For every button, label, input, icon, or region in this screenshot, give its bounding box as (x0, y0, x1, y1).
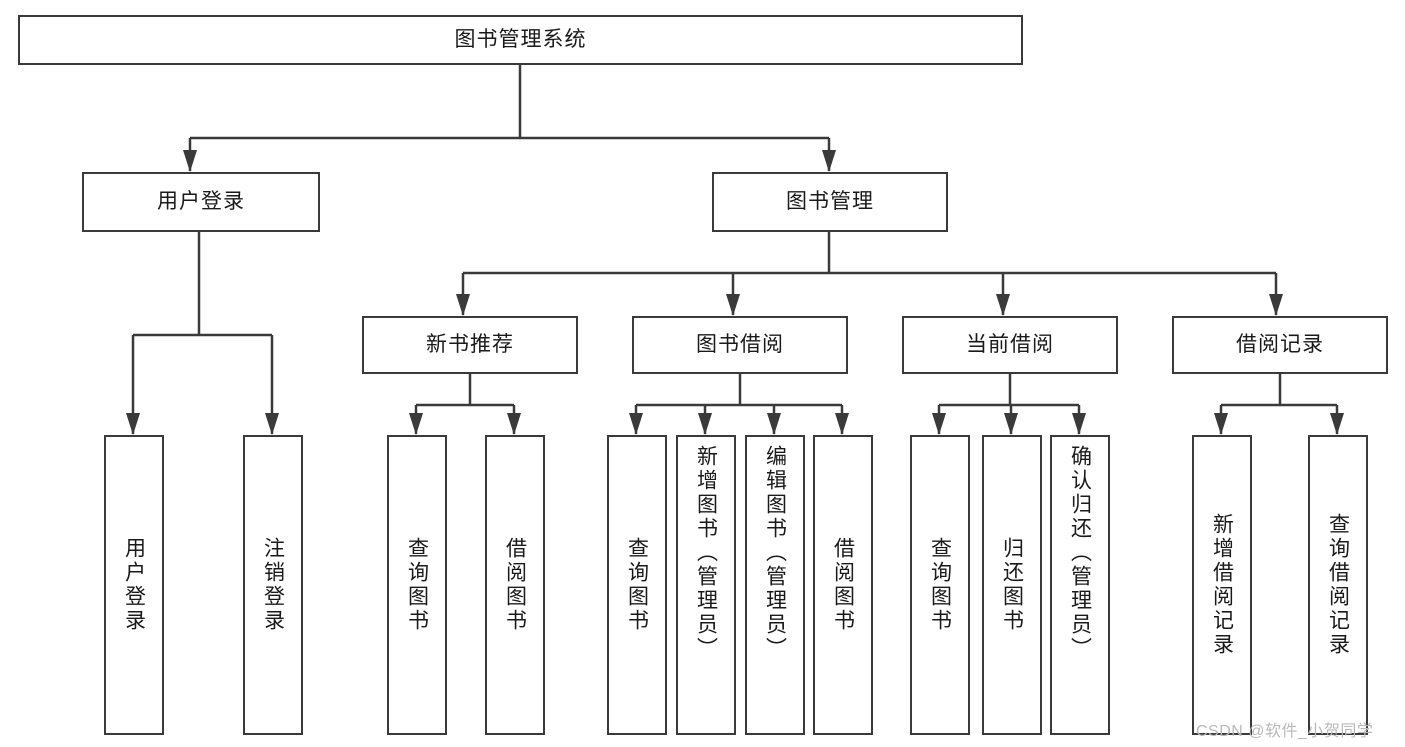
node-label: 查询图书 (625, 537, 649, 633)
arrow-head-1-1 (265, 413, 279, 435)
node-label: 图书借阅 (696, 333, 784, 357)
arrow-head-3-0 (409, 413, 423, 435)
node-l3_1[interactable]: 新书推荐 (362, 316, 578, 374)
node-label: 查询借阅记录 (1326, 513, 1350, 657)
arrow-head-4-0 (629, 413, 643, 435)
node-label: 归还图书 (1000, 537, 1024, 633)
node-l3_2[interactable]: 图书借阅 (632, 316, 848, 374)
arrow-head-5-1 (1004, 413, 1018, 435)
node-label: 当前借阅 (966, 333, 1054, 357)
node-leaf_8[interactable]: 借阅图书 (813, 435, 873, 735)
node-root[interactable]: 图书管理系统 (18, 15, 1023, 65)
node-l2_2[interactable]: 图书管理 (712, 172, 948, 232)
arrow-head-6-1 (1330, 413, 1344, 435)
node-leaf_1[interactable]: 用户登录 (104, 435, 164, 735)
node-l3_4[interactable]: 借阅记录 (1172, 316, 1388, 374)
node-leaf_10[interactable]: 归还图书 (982, 435, 1042, 735)
arrow-head-5-2 (1072, 413, 1086, 435)
arrow-head-2-1 (726, 294, 740, 316)
csdn-watermark: CSDN @软件_小贺同学 (1196, 723, 1374, 740)
node-label: 新书推荐 (426, 333, 514, 357)
node-label: 查询图书 (405, 537, 429, 633)
arrow-head-2-3 (1269, 294, 1283, 316)
node-l2_1[interactable]: 用户登录 (82, 172, 320, 232)
node-leaf_4[interactable]: 借阅图书 (485, 435, 545, 735)
node-leaf_6[interactable]: 新增图书（管理员） (676, 435, 736, 735)
node-label: 用户登录 (157, 190, 245, 214)
node-label: 编辑图书（管理员） (763, 445, 787, 661)
node-label: 借阅记录 (1236, 333, 1324, 357)
arrow-head-2-0 (456, 294, 470, 316)
node-label: 查询图书 (928, 537, 952, 633)
node-label: 借阅图书 (831, 537, 855, 633)
arrow-head-1-0 (126, 413, 140, 435)
arrow-head-5-0 (932, 413, 946, 435)
node-leaf_13[interactable]: 查询借阅记录 (1308, 435, 1368, 735)
node-leaf_11[interactable]: 确认归还（管理员） (1050, 435, 1110, 735)
arrow-head-4-2 (767, 413, 781, 435)
node-l3_3[interactable]: 当前借阅 (902, 316, 1118, 374)
arrow-head-2-2 (996, 294, 1010, 316)
node-leaf_12[interactable]: 新增借阅记录 (1192, 435, 1252, 735)
node-label: 用户登录 (122, 537, 146, 633)
node-leaf_9[interactable]: 查询图书 (910, 435, 970, 735)
node-label: 图书管理系统 (454, 28, 587, 52)
node-leaf_5[interactable]: 查询图书 (607, 435, 667, 735)
arrow-head-4-3 (835, 413, 849, 435)
node-label: 确认归还（管理员） (1068, 445, 1092, 661)
arrow-head-0-0 (183, 150, 197, 172)
node-leaf_2[interactable]: 注销登录 (243, 435, 303, 735)
node-leaf_3[interactable]: 查询图书 (387, 435, 447, 735)
node-label: 注销登录 (261, 537, 285, 633)
arrow-head-0-1 (822, 150, 836, 172)
arrow-head-6-0 (1214, 413, 1228, 435)
arrow-head-3-1 (507, 413, 521, 435)
node-label: 新增借阅记录 (1210, 513, 1234, 657)
arrow-head-4-1 (698, 413, 712, 435)
node-label: 图书管理 (786, 190, 874, 214)
node-label: 新增图书（管理员） (694, 445, 718, 661)
node-label: 借阅图书 (503, 537, 527, 633)
node-leaf_7[interactable]: 编辑图书（管理员） (745, 435, 805, 735)
